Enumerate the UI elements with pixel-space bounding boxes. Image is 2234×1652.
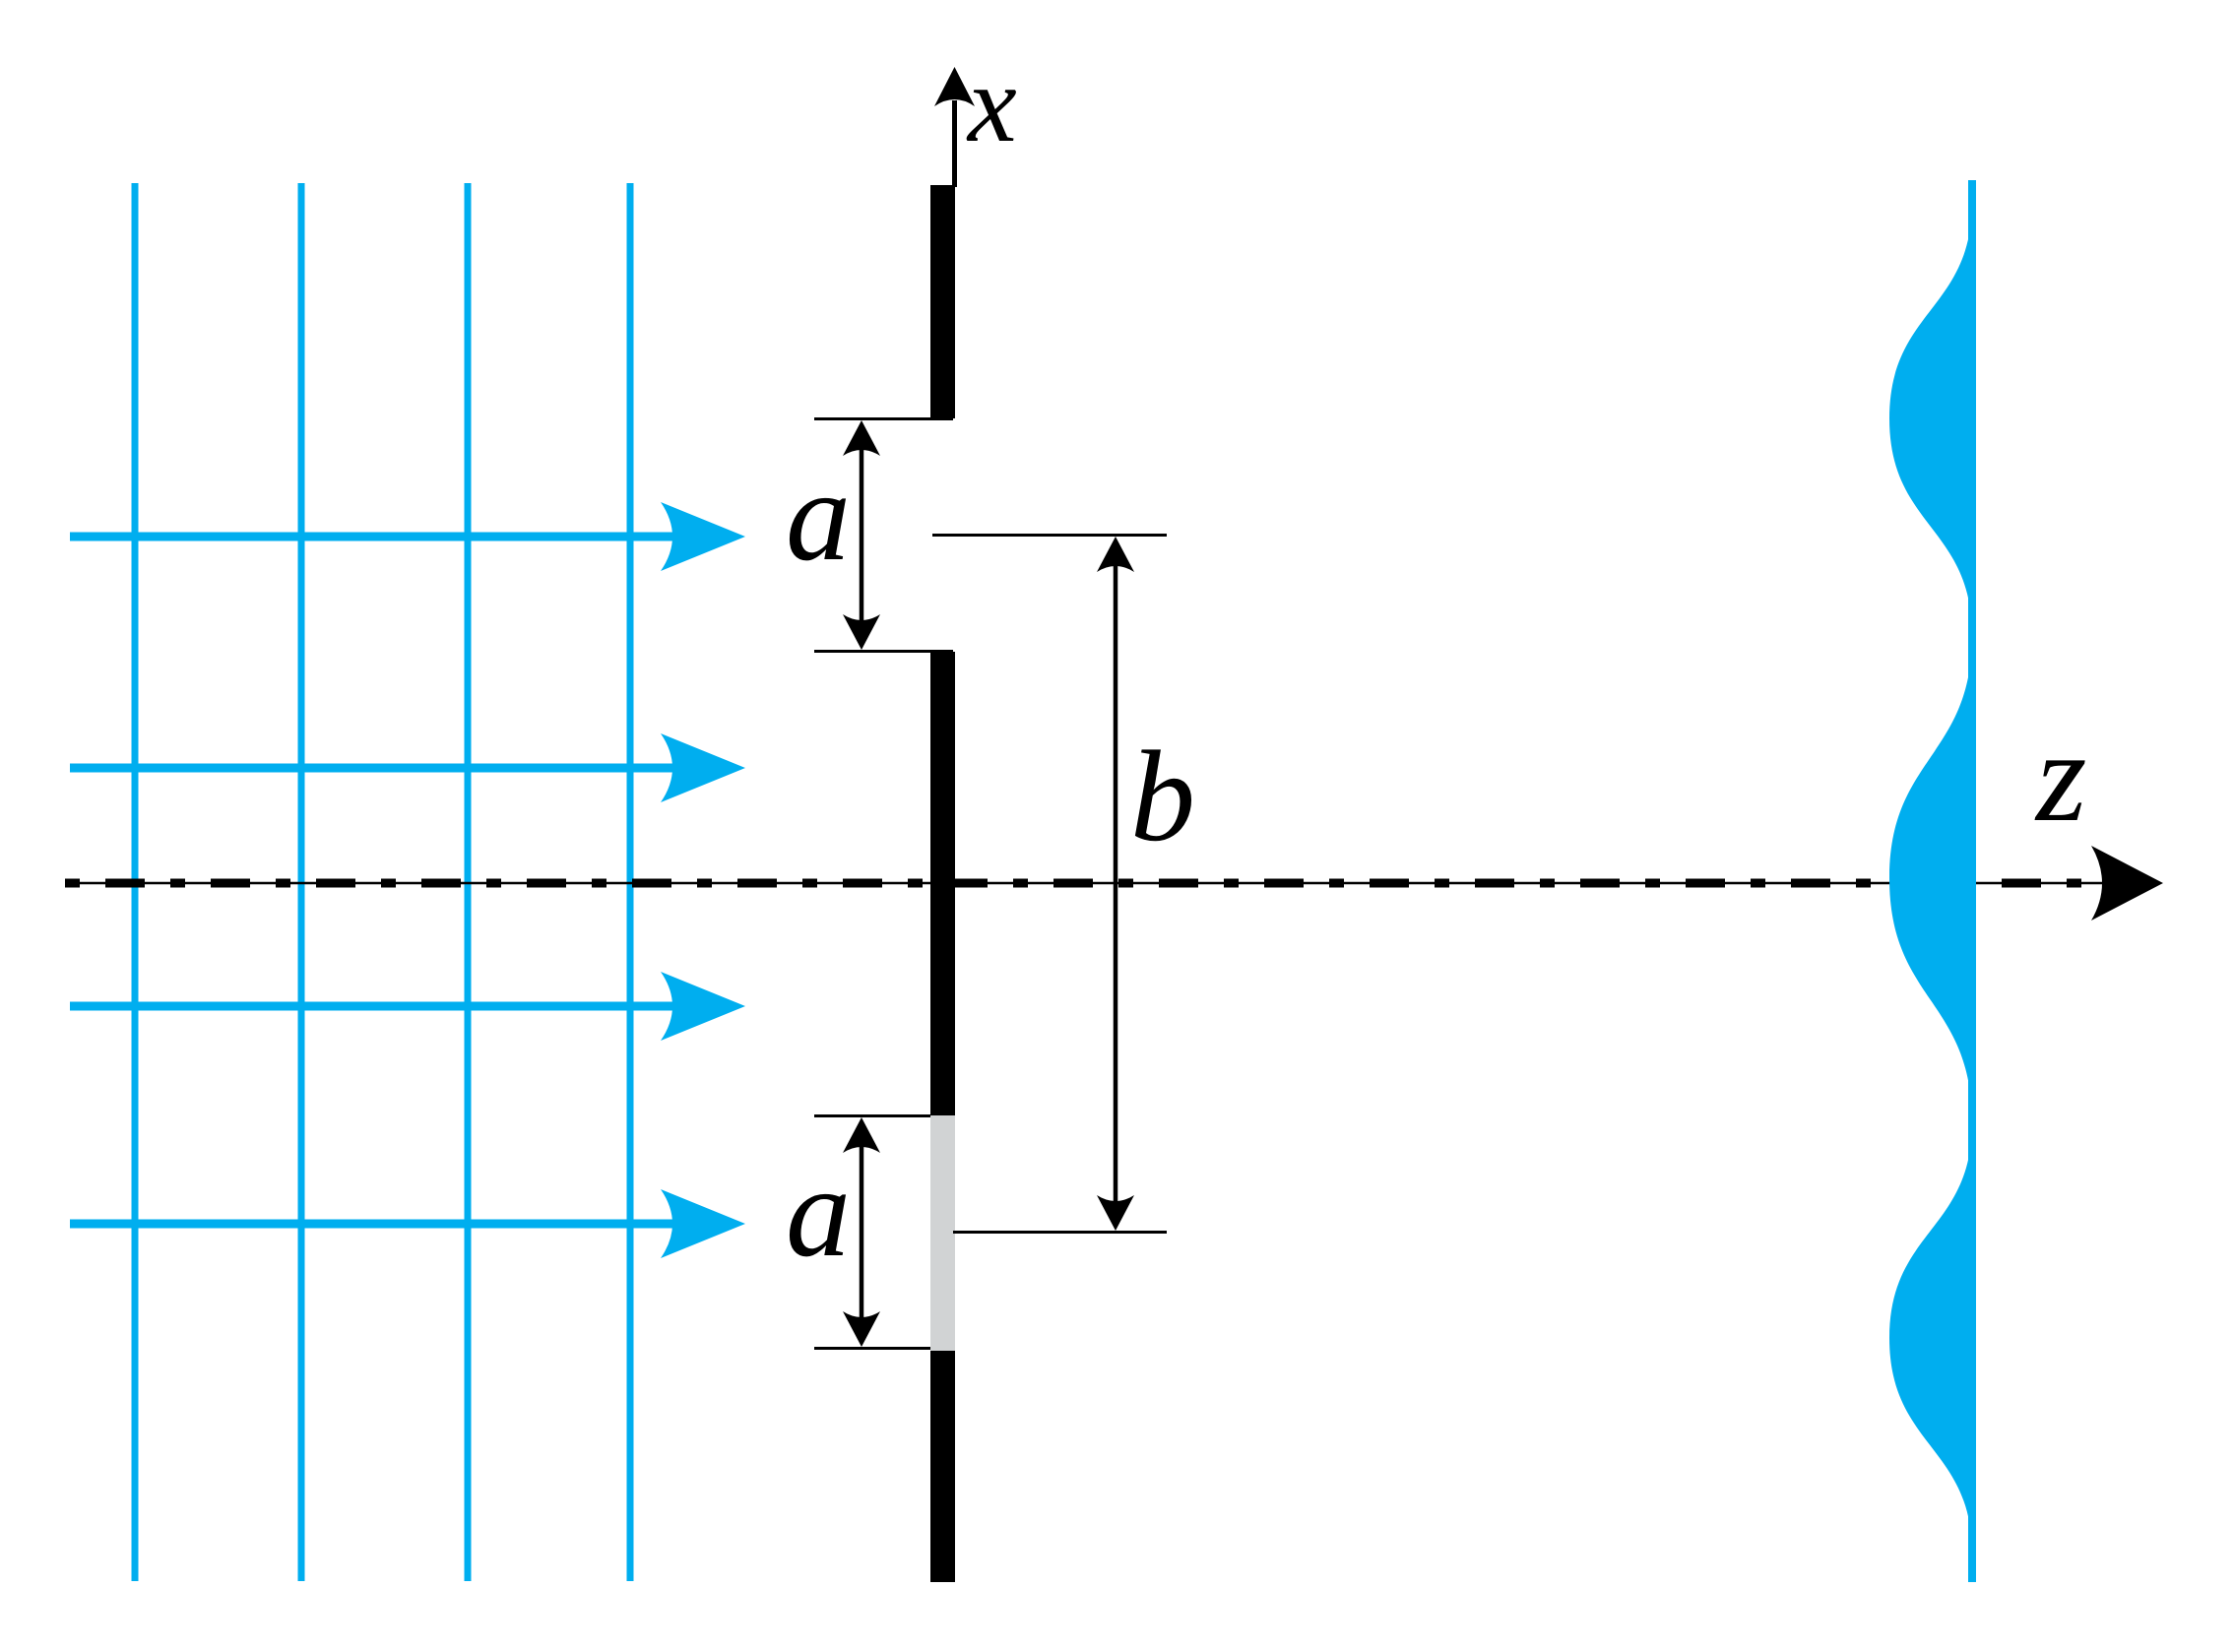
ray-arrowhead-icon — [661, 502, 745, 571]
dim-arrowhead-up-icon — [1097, 537, 1134, 572]
dim-arrowhead-down-icon — [1097, 1195, 1134, 1231]
dim-arrowhead-up-icon — [843, 420, 880, 456]
barrier-upper-segment — [930, 185, 955, 418]
incident-ray-arrow — [70, 733, 745, 802]
z-axis-label: z — [2034, 704, 2086, 849]
ray-arrowhead-icon — [661, 733, 745, 802]
incident-ray-arrow — [70, 502, 745, 571]
ray-arrowhead-icon — [661, 1189, 745, 1258]
slit-width-label-upper: a — [786, 443, 851, 588]
dimension-ticks — [814, 417, 1167, 1350]
incident-ray-arrow — [70, 1189, 745, 1258]
slit-width-arrow-lower — [843, 1117, 880, 1347]
diffraction-pattern — [1889, 180, 1976, 1582]
diffraction-envelope — [1889, 202, 1972, 1554]
ray-arrowhead-icon — [661, 972, 745, 1041]
incident-ray-arrow — [70, 972, 745, 1041]
barrier-middle-segment — [930, 652, 955, 1115]
barrier-lower-segment — [930, 1351, 955, 1582]
dim-arrowhead-down-icon — [843, 1311, 880, 1347]
dim-arrowhead-down-icon — [843, 614, 880, 650]
covered-slit-fill — [930, 1115, 955, 1351]
slit-separation-arrow — [1097, 537, 1134, 1231]
slit-separation-label: b — [1130, 724, 1195, 868]
aperture-barrier — [930, 185, 955, 1582]
z-axis-arrowhead-icon — [2091, 846, 2163, 921]
x-axis — [934, 67, 975, 187]
x-axis-label: x — [966, 43, 1017, 165]
dim-arrowhead-up-icon — [843, 1117, 880, 1153]
slit-width-arrow-upper — [843, 420, 880, 650]
x-axis-arrowhead-icon — [934, 67, 975, 106]
slit-width-label-lower: a — [786, 1139, 851, 1284]
